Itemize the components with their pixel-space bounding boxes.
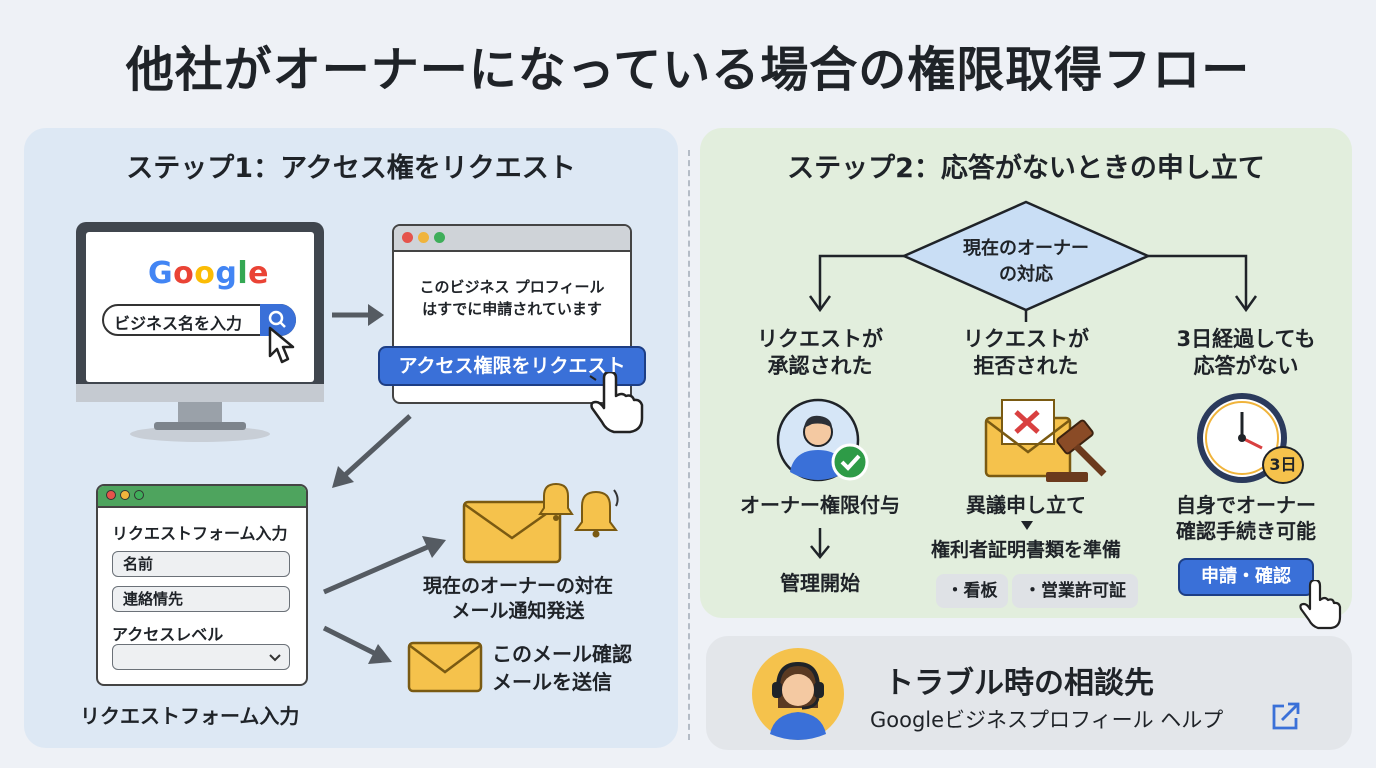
- external-link-icon[interactable]: [1270, 700, 1304, 732]
- access-level-select[interactable]: [112, 644, 290, 670]
- rejected-next: 権利者証明書類を準備: [930, 539, 1121, 561]
- notify-line1: 現在のオーナーの対在: [422, 575, 613, 597]
- user-check-icon: [776, 398, 869, 482]
- no-response-line2: 応答がない: [1193, 354, 1299, 379]
- no-response-result-line2: 確認手続き可能: [1176, 519, 1316, 543]
- no-response-heading: 3日経過しても 応答がない: [1146, 326, 1346, 381]
- arrow-down-icon: [810, 528, 830, 559]
- no-response-result: 自身でオーナー 確認手続き可能: [1146, 492, 1346, 544]
- three-day-badge: 3日: [1262, 446, 1304, 484]
- confirm-line1: このメール確認: [492, 642, 632, 666]
- decision-diagram: [808, 200, 1258, 322]
- help-link[interactable]: Googleビジネスプロフィール ヘルプ: [870, 708, 1224, 732]
- no-response-result-line1: 自身でオーナー: [1176, 493, 1316, 517]
- confirm-text: このメール確認 メールを送信: [492, 640, 632, 696]
- arrow-down-right-icon: [322, 625, 392, 664]
- decision-text: 現在のオーナー の対応: [926, 236, 1126, 288]
- pointing-hand-icon: [589, 372, 644, 434]
- google-logo: Google: [148, 256, 270, 291]
- arrow-up-right-icon: [323, 536, 446, 595]
- decision-line1: 現在のオーナー: [963, 238, 1089, 259]
- decision-line2: の対応: [999, 264, 1053, 285]
- window-dot-icon: [134, 490, 144, 500]
- help-title: トラブル時の相談先: [884, 666, 1154, 701]
- popup-message-line1: このビジネス プロフィール: [419, 278, 605, 296]
- window-dot-icon: [120, 490, 130, 500]
- access-level-label: アクセスレベル: [112, 625, 224, 644]
- form-heading: リクエストフォーム入力: [112, 524, 288, 543]
- arrow-down-left-icon: [332, 414, 412, 488]
- approved-heading: リクエストが 承認された: [720, 326, 920, 381]
- document-tag: ・看板: [936, 574, 1008, 608]
- no-response-line1: 3日経過しても: [1176, 327, 1316, 351]
- apply-confirm-button[interactable]: 申請・確認: [1178, 558, 1314, 596]
- name-field[interactable]: 名前: [112, 551, 290, 577]
- panel-divider: [688, 150, 690, 740]
- page-title: 他社がオーナーになっている場合の権限取得フロー: [125, 42, 1251, 98]
- approved-line1: リクエストが: [757, 327, 883, 351]
- window-titlebar: [98, 486, 306, 508]
- envelope-icon: [407, 641, 483, 693]
- pointing-hand-icon: [1299, 580, 1342, 630]
- search-icon: [268, 310, 286, 328]
- contact-field[interactable]: 連絡情先: [112, 586, 290, 612]
- notify-line2: メール通知発送: [451, 599, 585, 622]
- approved-line2: 承認された: [767, 354, 873, 379]
- popup-message-line2: はすでに申請されています: [422, 300, 602, 318]
- cursor-arrow-icon: [268, 326, 295, 364]
- support-agent-avatar: [752, 648, 844, 740]
- window-dot-icon: [402, 232, 413, 243]
- step1-title: ステップ1：アクセス権をリクエスト: [126, 153, 576, 184]
- document-tag: ・営業許可証: [1012, 574, 1138, 608]
- step2-title: ステップ2：応答がないときの申し立て: [787, 153, 1265, 184]
- search-placeholder: ビジネス名を入力: [114, 314, 243, 333]
- rejected-result: 異議申し立て: [966, 493, 1086, 517]
- form-caption: リクエストフォーム入力: [80, 704, 300, 728]
- approved-result: オーナー権限付与: [740, 493, 900, 517]
- triangle-down-icon: [1021, 521, 1033, 530]
- chevron-down-icon: [269, 654, 281, 662]
- rejected-line1: リクエストが: [963, 327, 1089, 351]
- arrow-right-icon: [332, 304, 384, 326]
- search-input[interactable]: ビジネス名を入力: [102, 304, 296, 336]
- notify-text: 現在のオーナーの対在 メール通知発送: [398, 574, 638, 623]
- request-access-button[interactable]: アクセス権限をリクエスト: [378, 346, 646, 386]
- window-dot-icon: [434, 232, 445, 243]
- rejected-heading: リクエストが 拒否された: [926, 326, 1126, 381]
- window-titlebar: [394, 226, 630, 252]
- confirm-line2: メールを送信: [492, 670, 612, 694]
- rejected-envelope-gavel-icon: [984, 399, 1107, 482]
- window-dot-icon: [418, 232, 429, 243]
- envelope-notification-illustration: [462, 482, 619, 564]
- approved-next: 管理開始: [780, 571, 860, 595]
- search-button[interactable]: [260, 304, 296, 336]
- rejected-line2: 拒否された: [973, 354, 1079, 379]
- window-dot-icon: [106, 490, 116, 500]
